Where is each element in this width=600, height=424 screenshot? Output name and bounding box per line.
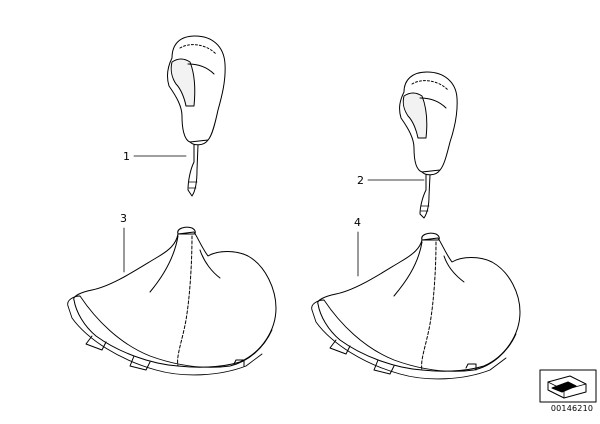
part-outline-icon <box>547 375 587 399</box>
callout-leaders <box>123 155 425 277</box>
callout-4: 4 <box>354 216 361 229</box>
callout-3: 3 <box>120 212 127 225</box>
diagram-number: 00146210 <box>550 404 594 413</box>
shift-boot-3 <box>67 226 277 376</box>
diagram-id-box <box>539 369 597 403</box>
shift-boot-4 <box>311 232 521 380</box>
callout-1: 1 <box>123 150 130 163</box>
callout-2: 2 <box>357 174 364 187</box>
gear-knob-2 <box>399 71 458 219</box>
gear-knob-1 <box>167 35 226 197</box>
